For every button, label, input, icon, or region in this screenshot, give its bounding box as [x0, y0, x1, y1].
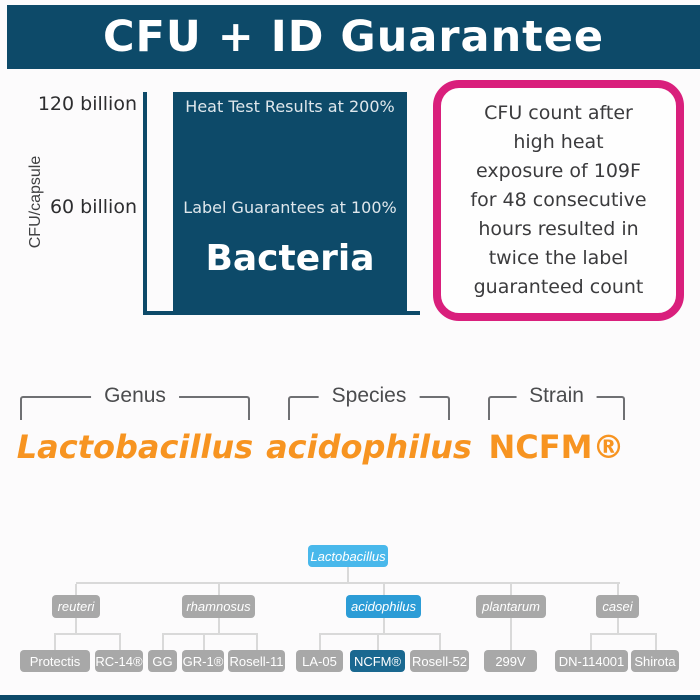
tree-stub-plantarum — [510, 584, 512, 595]
tree-connector-casei-children — [590, 633, 656, 635]
tree-stub-acidophilus — [383, 584, 385, 595]
tree-node-ncfm: NCFM® — [350, 650, 405, 672]
tree-stub-rc14 — [119, 633, 121, 650]
chart-x-axis-line — [143, 311, 420, 315]
tree-node-dn114001: DN-114001 — [555, 650, 628, 672]
tree-stub-casei — [617, 584, 619, 595]
tree-stub-rhamnosus — [218, 584, 220, 595]
callout-text-line: exposure of 109F — [476, 160, 641, 182]
tree-connector-reuteri-children — [54, 633, 121, 635]
tree-down-acidophilus — [383, 618, 385, 633]
label-guarantee-label: Label Guarantees at 100% — [183, 198, 397, 217]
chart-tick-120-billion: 120 billion — [37, 93, 137, 115]
strain-value: NCFM® — [488, 428, 625, 466]
species-bracket: Species — [288, 384, 450, 420]
tree-node-casei: casei — [596, 595, 639, 618]
tree-node-lactobacillus: Lactobacillus — [308, 545, 388, 567]
tree-main-connector-line — [76, 582, 620, 584]
tree-stub-rosell11 — [256, 633, 258, 650]
tree-node-la05: LA-05 — [296, 650, 343, 672]
callout-text-line: twice the label — [488, 247, 629, 269]
tree-root-stub-line — [347, 567, 349, 582]
chart-tick-60-billion: 60 billion — [49, 196, 137, 218]
tree-stub-la05 — [319, 633, 321, 650]
chart-y-axis-line — [143, 92, 147, 315]
heat-test-result-label: Heat Test Results at 200% — [185, 97, 395, 116]
tree-node-rosell52: Rosell-52 — [410, 650, 469, 672]
genus-bracket: Genus — [20, 384, 250, 420]
tree-node-shirota: Shirota — [631, 650, 679, 672]
tree-stub-reuteri — [75, 584, 77, 595]
strain-bracket: Strain — [488, 384, 625, 420]
tree-node-rc14: RC-14® — [95, 650, 143, 672]
footer-bar — [0, 695, 700, 700]
tree-node-acidophilus: acidophilus — [346, 595, 421, 618]
chart-bacteria-bar: Heat Test Results at 200% Label Guarante… — [173, 92, 407, 311]
tree-node-rhamnosus: rhamnosus — [182, 595, 255, 618]
tree-node-reuteri: reuteri — [52, 595, 100, 618]
tree-node-gr1: GR-1® — [182, 650, 224, 672]
callout-text-line: for 48 consecutive — [470, 189, 647, 211]
page-title: CFU + ID Guarantee — [102, 12, 605, 62]
tree-node-rosell11: Rosell-11 — [228, 650, 285, 672]
tree-connector-rhamnosus-children — [162, 633, 258, 635]
tree-stub-dn114001 — [590, 633, 592, 650]
tree-down-reuteri — [75, 618, 77, 633]
bar-category-label: Bacteria — [205, 238, 375, 279]
header-bar: CFU + ID Guarantee — [7, 5, 700, 69]
tree-node-299v: 299V — [484, 650, 537, 672]
tree-stub-gr1 — [203, 633, 205, 650]
species-value: acidophilus — [266, 428, 472, 466]
tree-down-rhamnosus — [218, 618, 220, 633]
callout-text-line: CFU count after — [484, 102, 633, 124]
tree-node-plantarum: plantarum — [476, 595, 546, 618]
tree-stub-rosell52 — [439, 633, 441, 650]
tree-stub-protectis — [54, 633, 56, 650]
tree-stub-shirota — [655, 633, 657, 650]
genus-value: Lactobacillus — [16, 428, 254, 466]
tree-connector-acidophilus-children — [319, 633, 441, 635]
strain-bracket-label: Strain — [516, 384, 597, 408]
species-bracket-label: Species — [318, 384, 420, 408]
tree-down-casei — [617, 618, 619, 633]
heat-test-callout: CFU count after high heat exposure of 10… — [433, 80, 684, 321]
tree-stub-ncfm — [377, 633, 379, 650]
callout-text-line: hours resulted in — [478, 218, 639, 240]
callout-text-line: high heat — [513, 131, 604, 153]
tree-stub-gg — [162, 633, 164, 650]
tree-node-protectis: Protectis — [20, 650, 90, 672]
genus-bracket-label: Genus — [91, 384, 179, 408]
tree-node-gg: GG — [148, 650, 177, 672]
callout-text-line: guaranteed count — [473, 276, 644, 298]
tree-down-plantarum-299v — [510, 618, 512, 650]
